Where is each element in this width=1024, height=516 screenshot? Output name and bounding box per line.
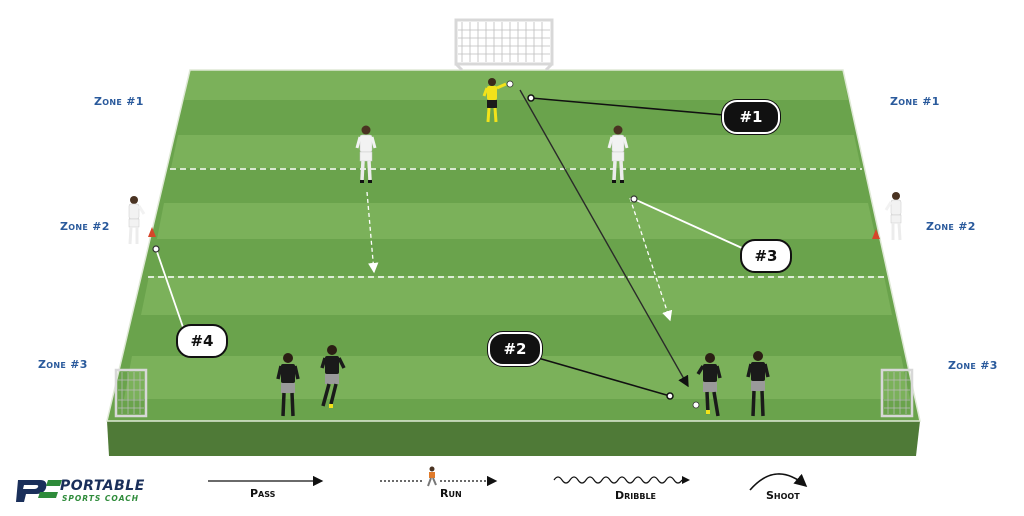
cone-icon <box>872 229 880 239</box>
brand-logo-icon <box>16 480 62 502</box>
brand-name: PORTABLE <box>60 478 145 494</box>
callout-2-connector <box>537 357 671 397</box>
callout-2: #2 <box>488 332 542 366</box>
black-player <box>276 353 300 417</box>
callout-2-anchor <box>666 392 674 400</box>
legend-run-label: Run <box>440 487 462 500</box>
zone-label-1-left: Zone #1 <box>94 95 144 108</box>
white-player <box>128 196 146 245</box>
top-goal <box>454 18 554 72</box>
callout-4-connector <box>155 248 185 331</box>
pass-arrow <box>519 89 689 388</box>
black-player <box>320 345 346 408</box>
white-player <box>607 125 629 183</box>
goalkeeper-player <box>482 78 507 123</box>
legend-shoot-icon <box>749 473 808 491</box>
zone-label-3-left: Zone #3 <box>38 358 88 371</box>
callout-4: #4 <box>176 324 228 358</box>
zone-label-2-right: Zone #2 <box>926 220 976 233</box>
pitch-outline <box>106 69 921 422</box>
cone-icon <box>148 227 156 237</box>
white-player <box>355 125 377 183</box>
black-player <box>696 353 722 417</box>
legend-shoot-label: Shoot <box>766 489 800 502</box>
zone-label-2-left: Zone #2 <box>60 220 110 233</box>
callout-1-connector <box>530 97 725 116</box>
callout-4-anchor <box>152 245 160 253</box>
pitch-front-edge <box>107 421 920 456</box>
callout-3-anchor <box>630 195 638 203</box>
pitch-stripe <box>171 135 861 168</box>
small-goal-right <box>880 368 914 418</box>
zone-label-1-right: Zone #1 <box>890 95 940 108</box>
legend-run-icon <box>380 466 498 487</box>
callout-1-anchor <box>527 94 535 102</box>
pitch-stripe <box>141 276 892 315</box>
run-arrow <box>629 197 673 322</box>
brand-tagline: SPORTS COACH <box>62 494 140 503</box>
pitch-stripe <box>157 203 876 239</box>
legend-dribble-icon <box>553 476 690 484</box>
brand: PORTABLE SPORTS COACH <box>16 476 156 506</box>
legend-pass-label: Pass <box>250 487 276 500</box>
ball-icon <box>692 401 700 409</box>
run-arrow <box>366 191 379 274</box>
white-player <box>884 192 902 241</box>
callout-3-connector <box>633 198 743 249</box>
small-goal-left <box>114 368 148 418</box>
ball-icon <box>506 80 514 88</box>
callout-1: #1 <box>722 100 780 134</box>
legend-dribble-label: Dribble <box>615 489 657 502</box>
pitch-stripe <box>184 70 848 100</box>
pitch <box>106 69 921 456</box>
zone-label-3-right: Zone #3 <box>948 359 998 372</box>
callout-3: #3 <box>740 239 792 273</box>
black-player <box>746 351 770 417</box>
